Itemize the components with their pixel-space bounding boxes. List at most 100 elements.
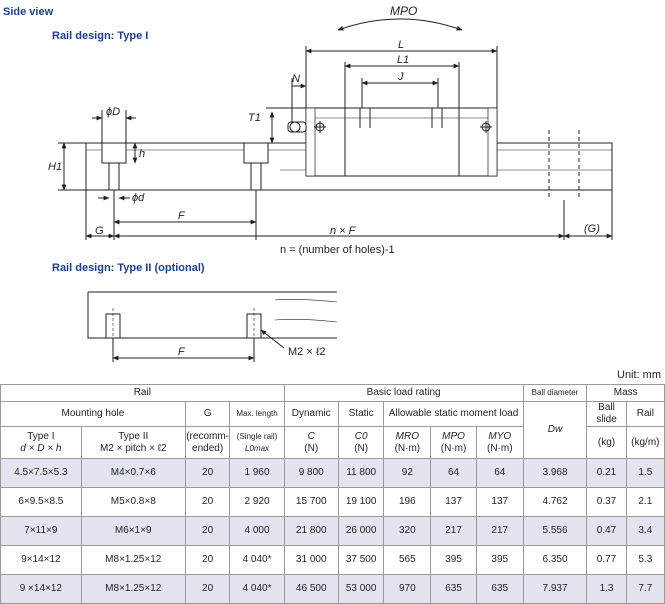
cell-slide: 0.77	[586, 545, 627, 575]
cell-lmax: 4 040*	[229, 574, 285, 604]
cell-c: 21 800	[283, 516, 339, 546]
rail-type2-body	[87, 291, 337, 339]
c-head: C(N)	[283, 426, 339, 459]
slide-unit-head: (kg)	[586, 426, 627, 459]
label-F: F	[178, 210, 186, 222]
label-phiD: ϕD	[106, 106, 120, 118]
cell-dw: 3.968	[522, 458, 588, 488]
cell-myo: 137	[475, 487, 524, 517]
side-view-heading: Side view	[3, 6, 54, 18]
c0-head: C0(N)	[337, 426, 385, 459]
cell-g: 20	[184, 458, 231, 488]
cell-rail: 1.5	[625, 458, 665, 488]
cell-mpo: 635	[430, 574, 477, 604]
label-N: N	[292, 73, 300, 85]
cell-rail: 7.7	[625, 574, 665, 604]
rail-type1-heading: Rail design: Type I	[52, 30, 149, 42]
cell-c0: 37 500	[337, 545, 385, 575]
group-rail: Rail	[0, 384, 285, 402]
label-mpo: MPO	[390, 4, 417, 18]
cell-g: 20	[184, 516, 231, 546]
cell-myo: 64	[475, 458, 524, 488]
maxlen-head: Max. length	[229, 401, 285, 427]
cell-type2: M8×1.25×12	[80, 574, 186, 604]
rail-unit-head: (kg/m)	[625, 426, 665, 459]
cell-type1: 7×11×9	[0, 516, 82, 546]
cell-lmax: 2 920	[229, 487, 285, 517]
cell-c: 31 000	[283, 545, 339, 575]
g-head: G	[184, 401, 231, 427]
label-phid: ϕd	[132, 192, 145, 204]
cell-type2: M5×0.8×8	[80, 487, 186, 517]
cell-slide: 0.21	[586, 458, 627, 488]
cell-type1: 4.5×7.5×5.3	[0, 458, 82, 488]
myo-head: MYO(N·m)	[475, 426, 524, 459]
g-sub-head: (recomm-ended)	[184, 426, 231, 459]
cell-type1: 6×9.5×8.5	[0, 487, 82, 517]
cell-dw: 4.762	[522, 487, 588, 517]
unit-label: Unit: mm	[617, 369, 661, 381]
cell-mpo: 395	[430, 545, 477, 575]
cell-myo: 217	[475, 516, 524, 546]
cell-dw: 5.556	[522, 516, 588, 546]
static-head: Static	[337, 401, 385, 427]
mpo-head: MPO(N·m)	[430, 426, 477, 459]
mounting-hole-head: Mounting hole	[0, 401, 186, 427]
cell-dw: 6.350	[522, 545, 588, 575]
cell-g: 20	[184, 574, 231, 604]
cell-type2: M8×1.25×12	[80, 545, 186, 575]
ball-slide-head: Ball slide	[586, 401, 627, 427]
cell-rail: 2.1	[625, 487, 665, 517]
label-h: h	[139, 148, 145, 160]
spec-table: Rail Basic load rating Ball diameter Mas…	[0, 384, 665, 604]
group-ball-diameter: Ball diameter	[522, 384, 588, 402]
label-F2: F	[178, 346, 186, 358]
mro-head: MRO(N·m)	[383, 426, 432, 459]
cell-c0: 11 800	[337, 458, 385, 488]
cell-dw: 7.937	[522, 574, 588, 604]
cell-mro: 196	[383, 487, 432, 517]
moment-head: Allowable static moment load	[383, 401, 524, 427]
cell-slide: 1.3	[586, 574, 627, 604]
cell-slide: 0.47	[586, 516, 627, 546]
group-basic: Basic load rating	[283, 384, 524, 402]
cell-mpo: 64	[430, 458, 477, 488]
moment-arrow	[337, 18, 463, 31]
cell-c: 15 700	[283, 487, 339, 517]
side-view-drawing: MPO L L1 J N T1 ϕD h H1 ϕd F G n × F (G)…	[48, 4, 613, 256]
cell-c: 9 800	[283, 458, 339, 488]
cell-mro: 970	[383, 574, 432, 604]
label-G: G	[95, 225, 104, 237]
label-formula: n = (number of holes)-1	[280, 244, 395, 256]
cell-c0: 26 000	[337, 516, 385, 546]
type2-drawing: F M2 × ℓ2	[87, 291, 338, 362]
cell-type1: 9 ×14×12	[0, 574, 82, 604]
cell-type2: M4×0.7×6	[80, 458, 186, 488]
cell-slide: 0.37	[586, 487, 627, 517]
cell-c: 46 500	[283, 574, 339, 604]
cell-rail: 5.3	[625, 545, 665, 575]
group-mass: Mass	[586, 384, 665, 402]
cell-type2: M6×1×9	[80, 516, 186, 546]
cell-c0: 53 000	[337, 574, 385, 604]
label-m2: M2 × ℓ2	[288, 346, 326, 358]
label-L1: L1	[397, 54, 409, 66]
cell-mro: 92	[383, 458, 432, 488]
label-J: J	[397, 71, 404, 83]
cell-myo: 395	[475, 545, 524, 575]
cell-mpo: 137	[430, 487, 477, 517]
label-Gp: (G)	[584, 223, 600, 235]
cell-mro: 320	[383, 516, 432, 546]
cell-lmax: 4 000	[229, 516, 285, 546]
cell-c0: 19 100	[337, 487, 385, 517]
cell-mpo: 217	[430, 516, 477, 546]
label-H1: H1	[48, 161, 62, 173]
cell-type1: 9×14×12	[0, 545, 82, 575]
